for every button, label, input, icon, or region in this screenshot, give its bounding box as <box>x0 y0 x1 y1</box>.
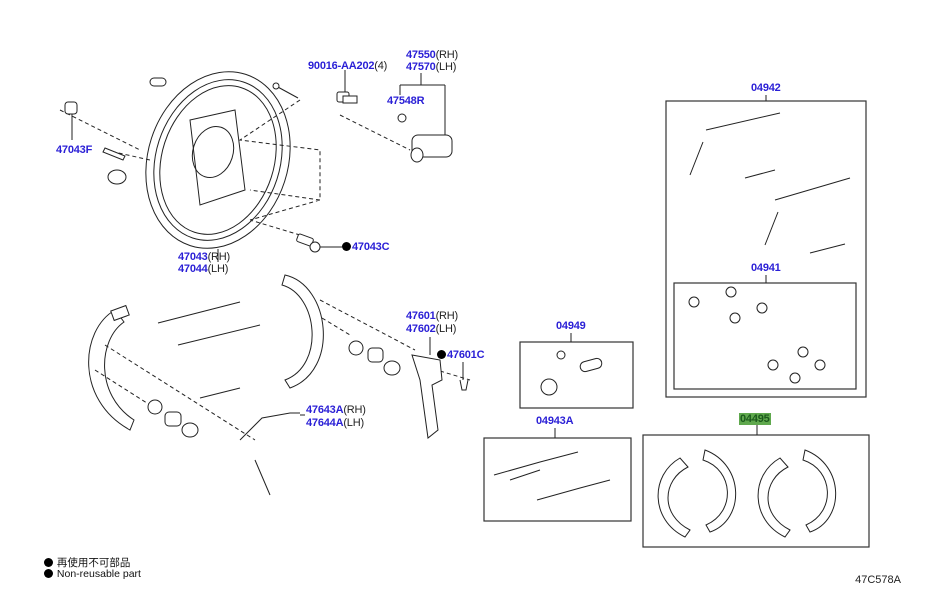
legend-text-en: Non-reusable part <box>56 568 141 580</box>
part-label-47601c: 47601C <box>437 349 485 361</box>
part-number-link[interactable]: 47043F <box>56 144 93 156</box>
part-number-link[interactable]: 47043C <box>352 241 390 253</box>
kit-label-04495: 04495 <box>739 413 771 425</box>
nut-47043f-drawing <box>64 101 127 185</box>
part-label-47643a: 47643A(RH) <box>306 404 366 416</box>
part-label-47548r: 47548R <box>387 95 425 107</box>
part-number-link[interactable]: 90016-AA202 <box>308 60 375 72</box>
part-number-link[interactable]: 47601 <box>406 310 436 322</box>
kit-04949-box <box>519 341 634 409</box>
legend-text-zh: 再使用不可部品 <box>56 557 131 569</box>
wheel-cylinder-drawing <box>397 73 453 163</box>
quantity-text: (4) <box>374 60 388 72</box>
bolt-47043c-drawing <box>296 233 342 253</box>
part-label-47602: 47602(LH) <box>406 323 456 335</box>
part-number-link[interactable]: 04943A <box>536 415 574 427</box>
kit-04495-box <box>642 434 870 548</box>
side-text: (LH) <box>435 323 457 335</box>
part-label-47043c: 47043C <box>342 241 390 253</box>
part-number-link[interactable]: 04942 <box>751 82 781 94</box>
part-number-link[interactable]: 47044 <box>178 263 208 275</box>
part-number-link[interactable]: 47570 <box>406 61 436 73</box>
kit-label-04941: 04941 <box>751 262 781 274</box>
shoe-set-drawing <box>657 449 837 538</box>
legend-line-en: Non-reusable part <box>44 568 141 580</box>
side-text: (RH) <box>343 404 366 416</box>
part-label-47043: 47043(RH) <box>178 251 230 263</box>
part-number-link[interactable]: 47643A <box>306 404 344 416</box>
part-number-link[interactable]: 47644A <box>306 417 344 429</box>
part-number-link[interactable]: 47548R <box>387 95 425 107</box>
part-number-link[interactable]: 47602 <box>406 323 436 335</box>
non-reusable-icon <box>342 242 351 251</box>
part-number-link[interactable]: 47601C <box>447 349 485 361</box>
part-number-link[interactable]: 47043 <box>178 251 208 263</box>
left-brake-shoe-drawing <box>88 304 135 431</box>
legend-line-zh: 再使用不可部品 <box>44 555 130 570</box>
part-label-90016-aa202: 90016-AA202(4) <box>308 60 387 72</box>
non-reusable-icon <box>437 350 446 359</box>
part-label-47644a: 47644A(LH) <box>306 417 364 429</box>
kit-label-04943a: 04943A <box>536 415 574 427</box>
part-label-47044: 47044(LH) <box>178 263 228 275</box>
kit-04941-box <box>673 282 857 390</box>
side-text: (RH) <box>435 310 459 322</box>
kit-label-04942: 04942 <box>751 82 781 94</box>
part-number-link[interactable]: 04941 <box>751 262 781 274</box>
non-reusable-icon <box>44 569 53 578</box>
kit-04942-box <box>665 100 867 398</box>
bolt-90016-drawing <box>336 70 358 104</box>
part-label-47550: 47550(RH) <box>406 49 458 61</box>
side-text: (LH) <box>207 263 229 275</box>
kit-label-04949: 04949 <box>556 320 586 332</box>
part-number-link[interactable]: 04949 <box>556 320 586 332</box>
non-reusable-icon <box>44 558 53 567</box>
part-label-47043f: 47043F <box>56 144 92 156</box>
part-number-link[interactable]: 47550 <box>406 49 436 61</box>
part-label-47601: 47601(RH) <box>406 310 458 322</box>
side-text: (RH) <box>435 49 459 61</box>
part-number-link-highlighted[interactable]: 04495 <box>739 413 771 425</box>
illustration-code: 47C578A <box>855 574 901 586</box>
left-spring-drawing <box>164 411 199 438</box>
kit-04943a-box <box>483 437 632 522</box>
part-label-47570: 47570(LH) <box>406 61 456 73</box>
backing-plate-drawing <box>145 71 299 262</box>
side-text: (LH) <box>435 61 457 73</box>
right-brake-shoe-drawing <box>281 274 324 389</box>
side-text: (RH) <box>207 251 231 263</box>
parking-lever-drawing <box>411 337 469 439</box>
side-text: (LH) <box>343 417 364 429</box>
